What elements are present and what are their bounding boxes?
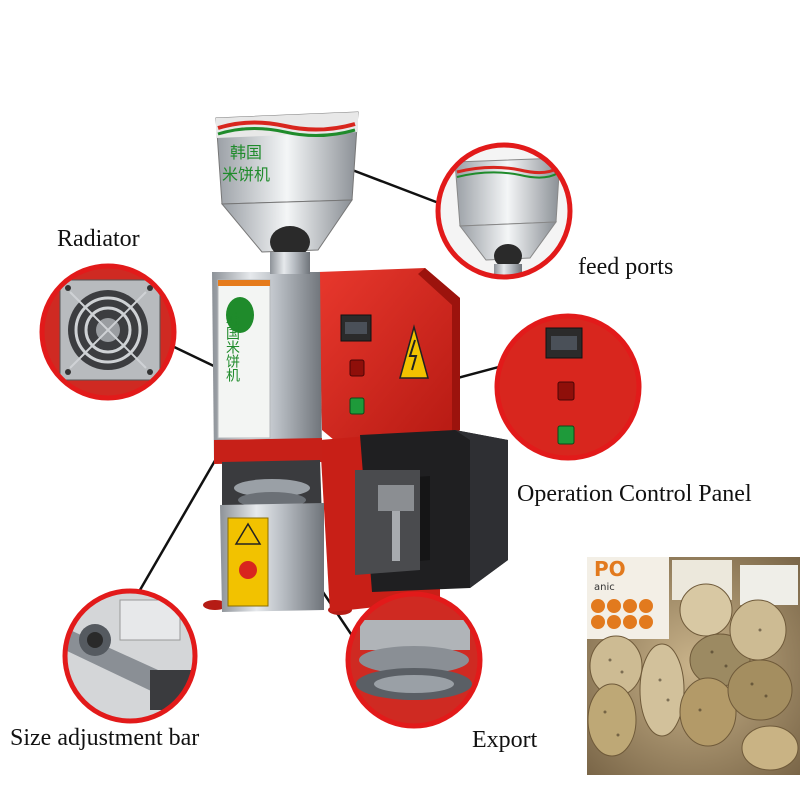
radiator-callout xyxy=(39,263,177,401)
hopper-text-1: 韩国 xyxy=(230,143,262,162)
stop-button xyxy=(349,359,365,377)
feed-ports-pointer xyxy=(346,166,445,207)
feed-ports-label: feed ports xyxy=(578,254,674,280)
hopper-text-2: 米饼机 xyxy=(222,165,270,184)
packaging-brand: PO xyxy=(594,557,626,581)
machine-red-housing xyxy=(318,268,460,445)
rice-cake-photo: PO anic xyxy=(587,557,800,775)
export-label: Export xyxy=(472,727,538,753)
feed-ports-callout-ring xyxy=(435,142,573,280)
radiator-pointer xyxy=(169,343,219,370)
size-adjustment-bar-label: Size adjustment bar xyxy=(10,725,200,751)
start-button xyxy=(349,397,365,415)
export-callout xyxy=(345,591,483,729)
column-text: 韩国米饼机 xyxy=(224,312,240,383)
feed-ports-callout xyxy=(435,142,573,280)
radiator-callout-ring xyxy=(39,263,177,401)
packaging-subtext: anic xyxy=(594,582,615,593)
warning-sticker xyxy=(399,324,429,379)
rice-cake-machine: 韩国米饼机 韩国 米饼机 xyxy=(203,111,508,615)
size-bar-callout-ring xyxy=(62,588,198,724)
operation-panel-callout xyxy=(494,313,642,461)
radiator-label: Radiator xyxy=(57,226,140,252)
export-callout-ring xyxy=(345,591,483,729)
operation-panel-callout-ring xyxy=(494,313,642,461)
size-bar-pointer xyxy=(138,451,222,591)
operation-control-panel-label: Operation Control Panel xyxy=(517,481,752,507)
size-bar-callout xyxy=(62,588,198,724)
